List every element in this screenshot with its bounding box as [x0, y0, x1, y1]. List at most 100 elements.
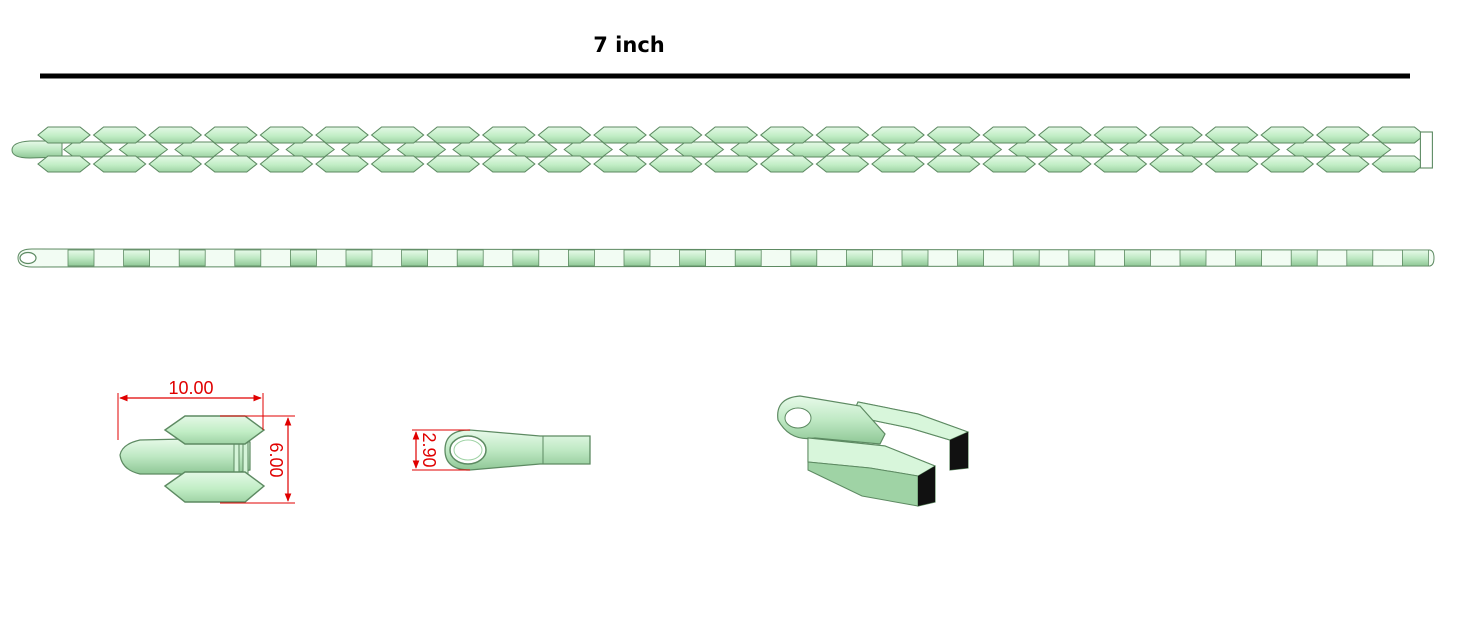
dimension-side-height-label: 2.90 — [419, 432, 439, 467]
chain-top-link — [537, 126, 592, 144]
chain-side-segment — [1068, 249, 1096, 267]
chain-side-segment — [957, 249, 984, 267]
chain-middle-link — [1174, 141, 1225, 158]
chain-top-link — [92, 126, 147, 144]
chain-side-segment — [512, 249, 540, 267]
chain-side-segment — [790, 249, 818, 267]
chain-top-link — [1371, 126, 1426, 144]
chain-top-link — [815, 126, 870, 144]
chain-top-link — [1260, 126, 1315, 144]
chain-bottom-link — [1204, 155, 1259, 173]
chain-bottom-link — [315, 155, 369, 173]
chain-clasp-tip — [11, 140, 63, 159]
chain-side-segment — [1402, 249, 1429, 267]
chain-bottom-link — [370, 155, 425, 173]
link-pin — [233, 439, 240, 477]
chain-side-segment — [623, 249, 651, 267]
link-connector — [119, 437, 251, 475]
chain-top-link — [1037, 126, 1092, 144]
dimension-height-label: 6.00 — [266, 442, 286, 477]
chain-top-link — [593, 126, 647, 144]
chain-middle-link — [1286, 141, 1336, 158]
chain-top-link — [259, 126, 314, 144]
chain-middle-link — [896, 141, 947, 158]
chain-middle-link — [563, 141, 614, 158]
link-hexagon-bottom — [163, 471, 266, 503]
chain-middle-link — [1008, 141, 1058, 158]
dimension-width-label: 10.00 — [168, 378, 213, 398]
clasp-eyelet-ring — [777, 395, 886, 445]
chain-top-link — [1204, 126, 1259, 144]
chain-side-segment — [734, 249, 762, 267]
chain-middle-link — [396, 141, 447, 158]
chain-middle-link — [1230, 141, 1281, 158]
chain-middle-link — [674, 141, 725, 158]
chain-side-segment — [679, 249, 706, 267]
chain-bottom-link — [203, 155, 258, 173]
chain-bottom-link — [759, 155, 814, 173]
chain-side-view — [17, 248, 1435, 268]
chain-bottom-link — [648, 155, 703, 173]
chain-side-segment — [1346, 249, 1374, 267]
chain-top-link — [926, 126, 981, 144]
chain-middle-link — [952, 141, 1003, 158]
chain-side-segment — [1290, 249, 1318, 267]
chain-side-segment — [1179, 249, 1207, 267]
chain-middle-link — [229, 141, 280, 158]
chain-bottom-link — [537, 155, 592, 173]
link-detail-top-view: 10.00 6.00 — [117, 378, 295, 504]
chain-end-cap — [1419, 131, 1433, 169]
chain-middle-link — [118, 141, 169, 158]
chain-side-segment — [289, 249, 317, 267]
clasp-side-detail: 2.90 — [412, 429, 591, 471]
chain-bottom-link — [1260, 155, 1315, 173]
chain-bottom-link — [481, 155, 536, 173]
chain-bottom-link — [815, 155, 870, 173]
link-pin — [242, 439, 249, 477]
chain-middle-link — [452, 141, 502, 158]
chain-side-segment — [234, 249, 262, 267]
clasp-end-face-near — [918, 466, 935, 506]
chain-side-eyelet — [19, 251, 37, 265]
chain-bottom-link — [148, 155, 203, 173]
chain-side-segment — [1235, 249, 1262, 267]
clasp-perspective-detail — [777, 395, 970, 507]
chain-top-link — [203, 126, 258, 144]
chain-bottom-link — [593, 155, 647, 173]
chain-side-segment — [1124, 249, 1151, 267]
chain-bottom-link — [1371, 155, 1426, 173]
clasp-eyelet-hole — [784, 407, 812, 429]
chain-middle-link — [340, 141, 391, 158]
chain-bottom-link — [92, 155, 147, 173]
chain-middle-link — [507, 141, 558, 158]
chain-top-link — [37, 126, 91, 144]
chain-bottom-link — [426, 155, 481, 173]
chain-side-segment — [123, 249, 150, 267]
chain-middle-link — [841, 141, 892, 158]
chain-middle-link — [1063, 141, 1114, 158]
chain-middle-link — [285, 141, 336, 158]
chain-side-segment — [178, 249, 206, 267]
chain-side-segment — [1012, 249, 1040, 267]
clasp-eyelet-inner — [453, 439, 483, 461]
chain-bottom-link — [871, 155, 925, 173]
chain-top-view — [11, 126, 1433, 173]
chain-top-link — [315, 126, 369, 144]
ruler-label: 7 inch — [593, 33, 664, 57]
chain-top-link — [426, 126, 481, 144]
chain-middle-link — [618, 141, 669, 158]
chain-side-segment — [901, 249, 929, 267]
chain-top-link — [1093, 126, 1148, 144]
chain-top-link — [1315, 126, 1370, 144]
chain-side-segment — [67, 249, 95, 267]
chain-top-link — [1149, 126, 1203, 144]
link-hexagon-top — [163, 415, 266, 445]
chain-side-segment — [846, 249, 873, 267]
chain-middle-link — [785, 141, 836, 158]
chain-bottom-link — [704, 155, 759, 173]
chain-top-link — [648, 126, 703, 144]
chain-top-link — [759, 126, 814, 144]
chain-middle-link — [62, 141, 113, 158]
chain-side-segment — [401, 249, 429, 267]
